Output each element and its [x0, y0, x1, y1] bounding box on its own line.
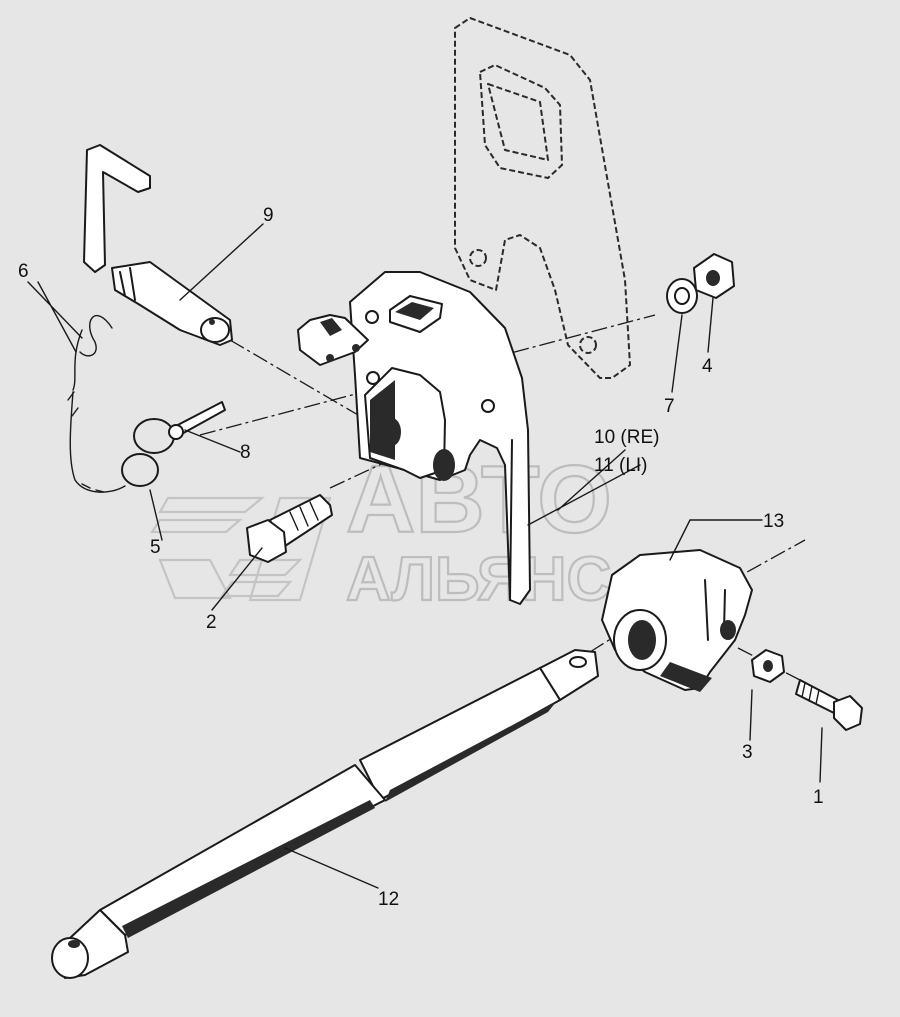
lock-washer	[666, 278, 698, 314]
callout-3: 3	[742, 742, 753, 763]
centerline-pin	[229, 339, 371, 423]
callout-1: 1	[813, 787, 824, 808]
callout-5: 5	[150, 537, 161, 558]
lynch-pin	[168, 401, 226, 440]
callout-11: 11 (LI)	[594, 455, 648, 476]
small-tab-bracket	[297, 314, 369, 366]
spring-clip-chain	[67, 314, 126, 493]
split-rings	[121, 418, 175, 487]
hex-bolt-upper	[246, 494, 333, 563]
callout-labels: 1 2 3 4 5 6 7 8 9 10 (RE) 11 (LI) 12 13	[18, 205, 824, 910]
callout-6: 6	[18, 261, 29, 282]
long-shaft	[51, 649, 599, 979]
callout-4: 4	[702, 356, 713, 377]
callout-7: 7	[664, 396, 675, 417]
hex-nut-upper	[693, 253, 735, 299]
hub-casting	[601, 549, 753, 692]
callout-8: 8	[240, 442, 251, 463]
centerline-bolt-upper	[199, 314, 656, 436]
callout-12: 12	[378, 889, 399, 910]
callout-13: 13	[763, 511, 784, 532]
bracket-plate	[349, 271, 531, 605]
centerline-hub	[699, 539, 806, 599]
callout-2: 2	[206, 612, 217, 633]
hinge-pin	[83, 144, 233, 346]
leader-lines	[27, 223, 823, 889]
hex-nut-lower	[751, 649, 785, 683]
watermark-line2: АЛЬЯНС	[346, 545, 611, 614]
callout-10: 10 (RE)	[594, 427, 659, 448]
frame-plate-ghost	[454, 17, 631, 379]
hex-bolt-lower	[795, 679, 863, 731]
callout-9: 9	[263, 205, 274, 226]
